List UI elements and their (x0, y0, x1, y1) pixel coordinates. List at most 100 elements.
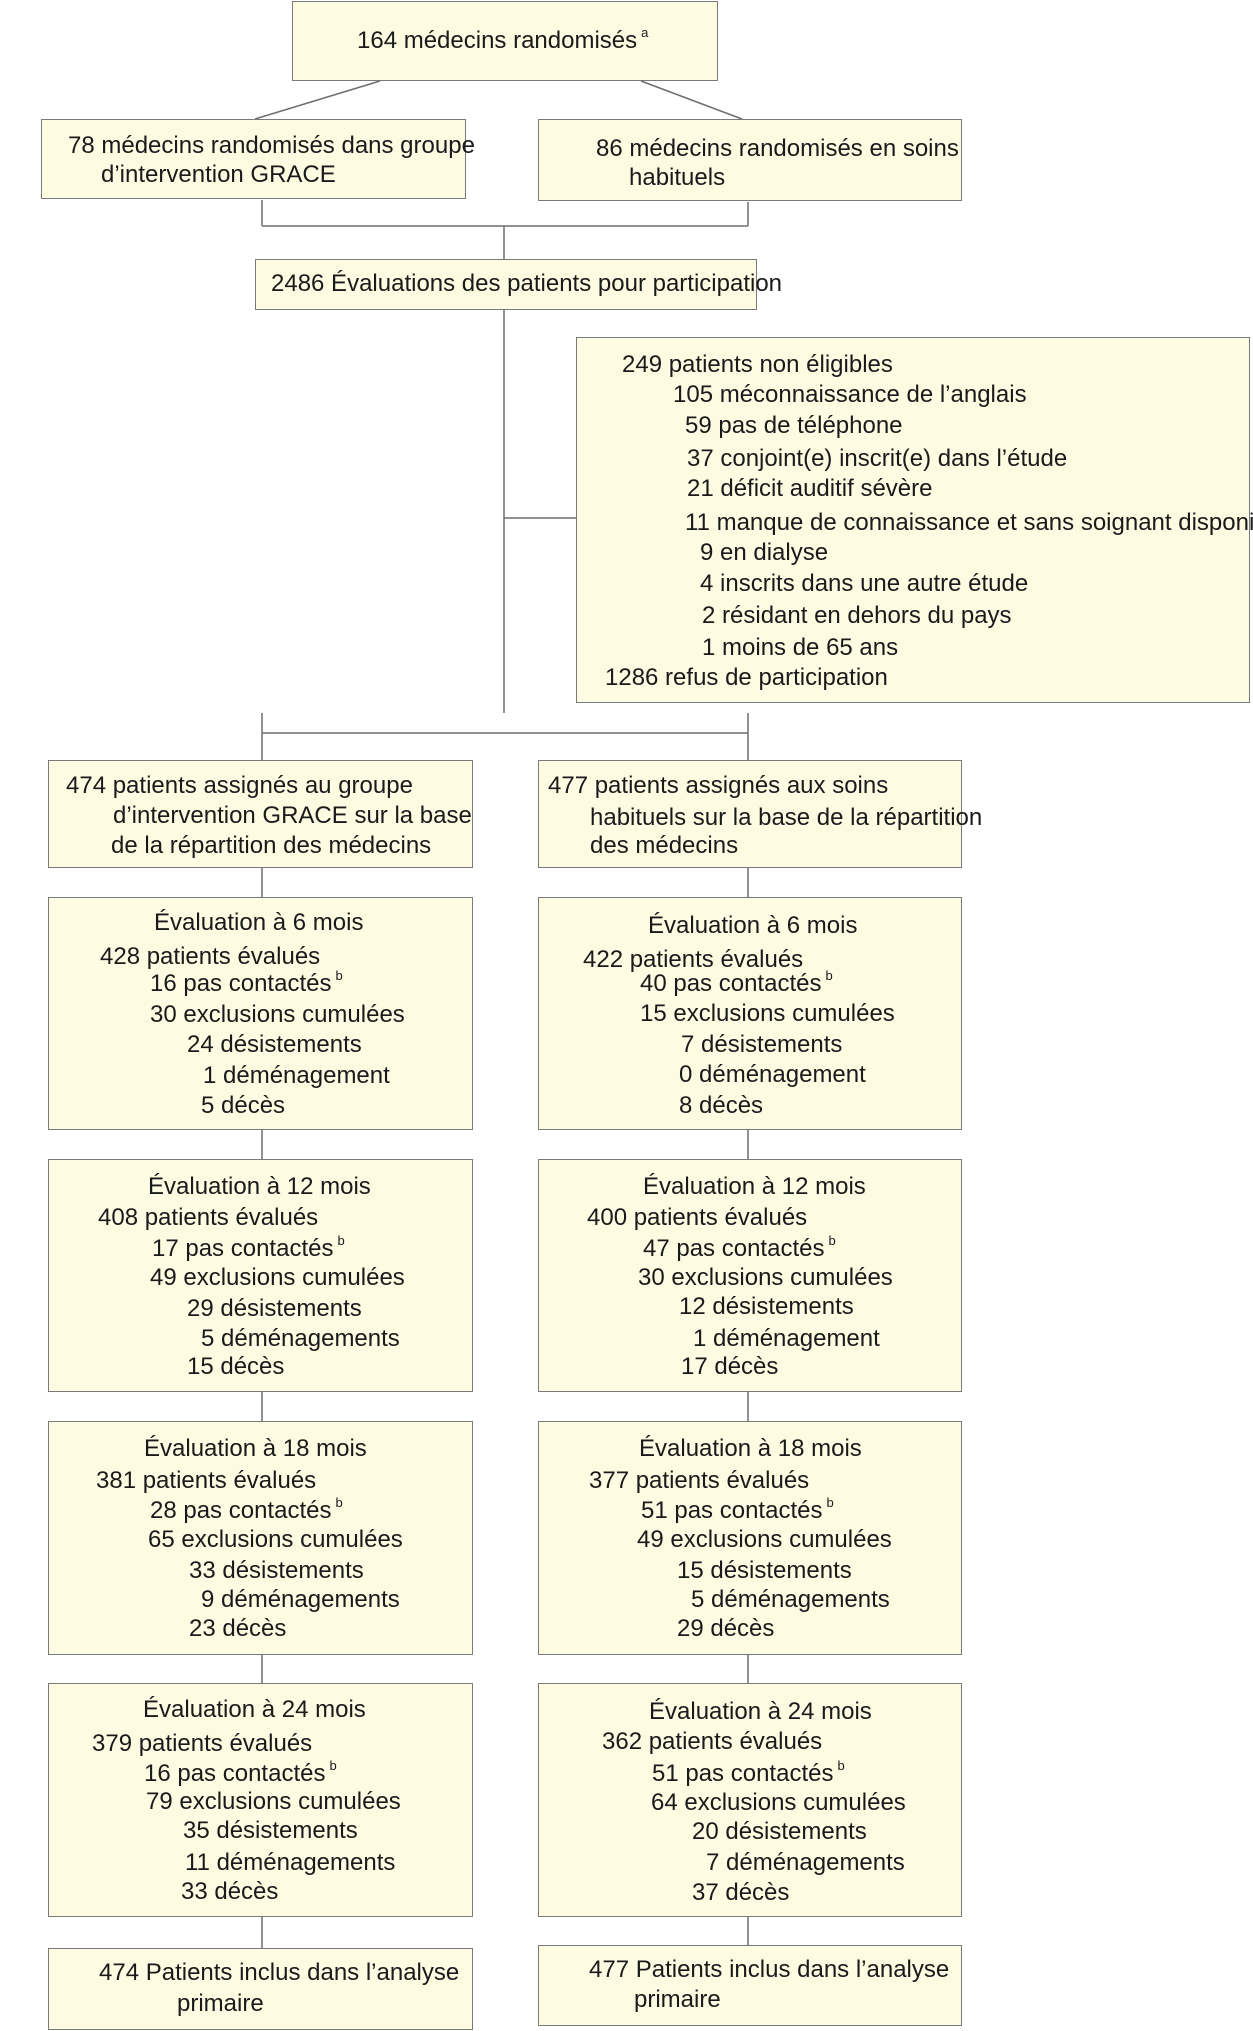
exclusion-reason: 4 inscrits dans une autre étude (700, 570, 1029, 597)
exclusion-reason: 1 moins de 65 ans (702, 634, 899, 661)
withdrawals: 12 désistements (679, 1293, 854, 1320)
usual-care-assigned-line2: habituels sur la base de la répartition (590, 804, 983, 831)
patients-evaluated: 428 patients évalués (100, 943, 321, 970)
deaths: 17 décès (681, 1353, 779, 1380)
ineligible-patients-box: 249 patients non éligibles 105 méconnais… (576, 337, 1253, 703)
exclusion-reason: 59 pas de téléphone (685, 412, 903, 439)
moves: 11 déménagements (185, 1849, 396, 1876)
withdrawals: 35 désistements (183, 1817, 358, 1844)
patients-evaluated: 408 patients évalués (98, 1204, 319, 1231)
usual-care-physicians-box: 86 médecins randomisés en soins habituel… (538, 119, 962, 201)
moves: 7 déménagements (706, 1849, 905, 1876)
followup-title: Évaluation à 24 mois (143, 1696, 366, 1723)
usual-care-analysis-line1: 477 Patients inclus dans l’analyse (589, 1956, 950, 1983)
usual-care-followup-box-6-months: Évaluation à 6 mois 422 patients évalués… (538, 897, 962, 1130)
usual-care-followup-box-24-months: Évaluation à 24 mois 362 patients évalué… (538, 1683, 962, 1917)
patients-evaluated: 377 patients évalués (589, 1467, 810, 1494)
followup-title: Évaluation à 24 mois (649, 1698, 872, 1725)
ineligible-header: 249 patients non éligibles (622, 351, 893, 378)
usual-care-analysis-line2: primaire (634, 1986, 721, 2013)
followup-title: Évaluation à 18 mois (144, 1435, 367, 1462)
exclusion-reason: 21 déficit auditif sévère (687, 475, 933, 502)
refusals: 1286 refus de participation (605, 664, 888, 691)
exclusion-reason: 2 résidant en dehors du pays (702, 602, 1012, 629)
usual-care-physicians-line1: 86 médecins randomisés en soins (596, 135, 959, 162)
footnote-b-marker: b (825, 968, 833, 983)
footnote-b-marker: b (837, 1758, 845, 1773)
cumulative-exclusions: 49 exclusions cumulées (150, 1264, 405, 1291)
grace-analysis-line2: primaire (177, 1990, 264, 2017)
grace-followup-box-6-months: Évaluation à 6 mois 428 patients évalués… (48, 897, 473, 1130)
moves: 9 déménagements (201, 1586, 400, 1613)
followup-title: Évaluation à 6 mois (154, 909, 364, 936)
deaths: 33 décès (181, 1878, 279, 1905)
deaths: 15 décès (187, 1353, 285, 1380)
grace-physicians-box: 78 médecins randomisés dans groupe d’int… (41, 119, 475, 199)
exclusion-reason: 11 manque de connaissance et sans soigna… (685, 509, 1253, 536)
moves: 5 déménagements (201, 1325, 400, 1352)
footnote-b-marker: b (335, 1495, 343, 1510)
patients-evaluated: 381 patients évalués (96, 1467, 317, 1494)
connector-top-to-grace (254, 80, 381, 120)
withdrawals: 7 désistements (681, 1031, 843, 1058)
cumulative-exclusions: 79 exclusions cumulées (146, 1788, 401, 1815)
usual-care-followup-box-18-months: Évaluation à 18 mois 377 patients évalué… (538, 1421, 962, 1655)
deaths: 8 décès (679, 1092, 764, 1119)
followup-title: Évaluation à 6 mois (648, 912, 858, 939)
footnote-a-marker: a (641, 25, 649, 40)
footnote-b-marker: b (337, 1233, 345, 1248)
moves: 1 déménagement (203, 1062, 390, 1089)
grace-assigned-line3: de la répartition des médecins (111, 832, 432, 859)
grace-analysis-line1: 474 Patients inclus dans l’analyse (99, 1959, 460, 1986)
grace-assigned-line2: d’intervention GRACE sur la base (113, 802, 472, 829)
patient-evaluations-box: 2486 Évaluations des patients pour parti… (255, 259, 782, 310)
grace-physicians-line2: d’intervention GRACE (101, 161, 336, 188)
usual-care-assigned-line1: 477 patients assignés aux soins (548, 772, 889, 799)
footnote-b-marker: b (828, 1233, 836, 1248)
grace-followup-box-12-months: Évaluation à 12 mois 408 patients évalué… (48, 1159, 473, 1392)
grace-assigned-patients-box: 474 patients assignés au groupe d’interv… (48, 760, 473, 868)
withdrawals: 33 désistements (189, 1557, 364, 1584)
grace-physicians-line1: 78 médecins randomisés dans groupe (68, 132, 475, 159)
footnote-b-marker: b (329, 1758, 337, 1773)
followup-title: Évaluation à 12 mois (148, 1173, 371, 1200)
usual-care-assigned-line3: des médecins (590, 832, 739, 859)
followup-title: Évaluation à 12 mois (643, 1173, 866, 1200)
footnote-b-marker: b (335, 968, 343, 983)
connector-top-to-usual (640, 80, 743, 120)
moves: 1 déménagement (693, 1325, 880, 1352)
withdrawals: 20 désistements (692, 1818, 867, 1845)
moves: 0 déménagement (679, 1061, 866, 1088)
deaths: 29 décès (677, 1615, 775, 1642)
cumulative-exclusions: 30 exclusions cumulées (150, 1001, 405, 1028)
followup-title: Évaluation à 18 mois (639, 1435, 862, 1462)
grace-followup-box-18-months: Évaluation à 18 mois 381 patients évalué… (48, 1421, 473, 1655)
cumulative-exclusions: 49 exclusions cumulées (637, 1526, 892, 1553)
footnote-b-marker: b (826, 1495, 834, 1510)
cumulative-exclusions: 15 exclusions cumulées (640, 1000, 895, 1027)
deaths: 23 décès (189, 1615, 287, 1642)
usual-care-physicians-line2: habituels (629, 164, 726, 191)
usual-care-assigned-patients-box: 477 patients assignés aux soins habituel… (538, 760, 982, 868)
grace-followup-box-24-months: Évaluation à 24 mois 379 patients évalué… (48, 1683, 473, 1917)
exclusion-reason: 37 conjoint(e) inscrit(e) dans l’étude (687, 445, 1068, 472)
cumulative-exclusions: 65 exclusions cumulées (148, 1526, 403, 1553)
withdrawals: 15 désistements (677, 1557, 852, 1584)
patients-evaluated: 362 patients évalués (602, 1728, 823, 1755)
withdrawals: 29 désistements (187, 1295, 362, 1322)
deaths: 5 décès (201, 1092, 286, 1119)
patient-evaluations-label: 2486 Évaluations des patients pour parti… (271, 270, 783, 297)
exclusion-reason: 105 méconnaissance de l’anglais (673, 381, 1027, 408)
exclusion-reason: 9 en dialyse (700, 539, 829, 566)
